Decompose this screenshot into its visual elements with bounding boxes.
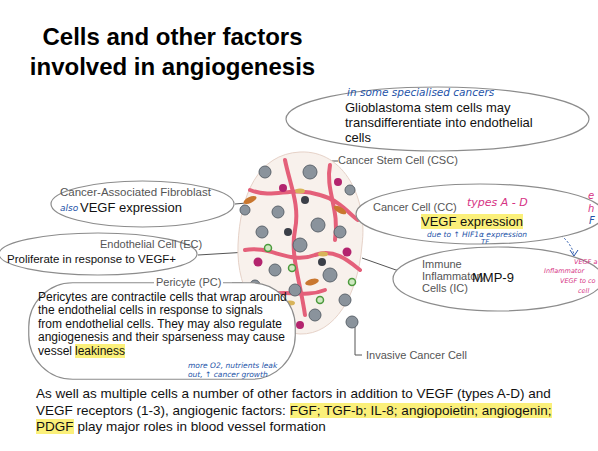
callout-box: Pericytes are contractile cells that wra… (28, 282, 296, 380)
handwritten-note: Inflammator (544, 267, 584, 276)
cell (311, 218, 325, 232)
outline-shape (356, 184, 598, 244)
handwritten-note: F (589, 215, 595, 227)
vessel (285, 160, 305, 315)
cell (334, 226, 346, 238)
dark-cells (266, 196, 326, 299)
leader-line (355, 326, 362, 355)
cell (339, 294, 351, 306)
cell (269, 264, 281, 276)
cell (293, 238, 307, 252)
cell (343, 248, 352, 257)
cell (334, 178, 342, 186)
footnote-paragraph: As well as multiple cells a number of ot… (36, 386, 568, 436)
callout-ellipse: Cancer Cell (CC) types A - D VEGF expressi… (355, 183, 598, 245)
handwritten-note: VEGF to co (560, 277, 596, 286)
callout-text: Glioblastoma stem cells may transdiffere… (345, 100, 540, 145)
handwritten-note: more O2, nutrients leak out, ↑ cancer gr… (188, 361, 288, 379)
cell (303, 165, 317, 179)
handwritten-note: VEGF a (574, 258, 597, 267)
outline-shape (393, 247, 598, 311)
callout-text: VEGF expression (421, 214, 523, 229)
cell (254, 258, 263, 267)
cell (323, 268, 337, 282)
cell-label: Cancer-Associated Fibroblast (60, 186, 211, 198)
cell (349, 279, 356, 286)
cell (272, 206, 284, 218)
cell (301, 196, 309, 204)
handwritten-note: in some specialised cancers (347, 86, 494, 98)
handwritten-note: h (588, 203, 594, 215)
cell-label: Invasive Cancer Cell (366, 349, 467, 361)
invasive-cell (346, 316, 358, 328)
callout-ellipse: Cancer-Associated Fibroblast alsoVEGF exp… (50, 180, 235, 228)
handwritten-note: TF (481, 238, 489, 246)
cell (318, 258, 326, 266)
cell (289, 265, 296, 272)
callout-ellipse: in some specialised cancersGlioblastoma … (285, 86, 590, 152)
fibroblast (332, 204, 347, 216)
handwritten-note: e (588, 190, 594, 202)
handwritten-note: due to ↑ HIF1α expression (427, 230, 527, 239)
cell (240, 205, 250, 215)
footnote-text: play major roles in blood vessel formati… (78, 419, 326, 434)
fibroblast (242, 194, 257, 205)
diagram-title: Cells and other factors involved in angi… (0, 22, 345, 82)
outline-shape (29, 283, 296, 380)
pericyte (318, 252, 328, 257)
outline-shape (51, 181, 234, 227)
callout-text: MMP-9 (472, 270, 514, 285)
cell (279, 184, 287, 192)
cell (317, 297, 324, 304)
cell (284, 228, 292, 236)
handwritten-note: cell (578, 287, 589, 296)
callout-ellipse: Endothelial Cell (EC)Proliferate in resp… (0, 232, 198, 276)
cell-label: Cancer Stem Cell (CSC) (338, 154, 458, 166)
cell (265, 245, 272, 252)
arrow-head (570, 250, 578, 256)
cell (289, 284, 301, 296)
cell (345, 185, 355, 195)
cell (296, 321, 304, 329)
callout-text: VEGF expression (80, 200, 182, 215)
cell (256, 226, 268, 238)
cell-label: Endothelial Cell (EC) (100, 238, 202, 250)
cell (309, 309, 321, 321)
text-paragraph: Pericytes are contractile cells that wra… (38, 291, 288, 358)
outline-shape (286, 87, 589, 151)
fibroblast (304, 277, 319, 286)
cell (259, 166, 271, 178)
cell-label: Pericyte (PC) (154, 276, 223, 288)
highlighted-text: leakiness (75, 344, 125, 358)
pericyte (295, 189, 305, 194)
handwritten-note: also (60, 203, 78, 213)
cell-label: Cancer Cell (CC) (373, 201, 457, 213)
pericytes (285, 189, 328, 306)
handwritten-note: types A - D (467, 196, 528, 209)
vessel (250, 190, 358, 220)
callout-text: Proliferate in response to VEGF+ (7, 253, 176, 265)
